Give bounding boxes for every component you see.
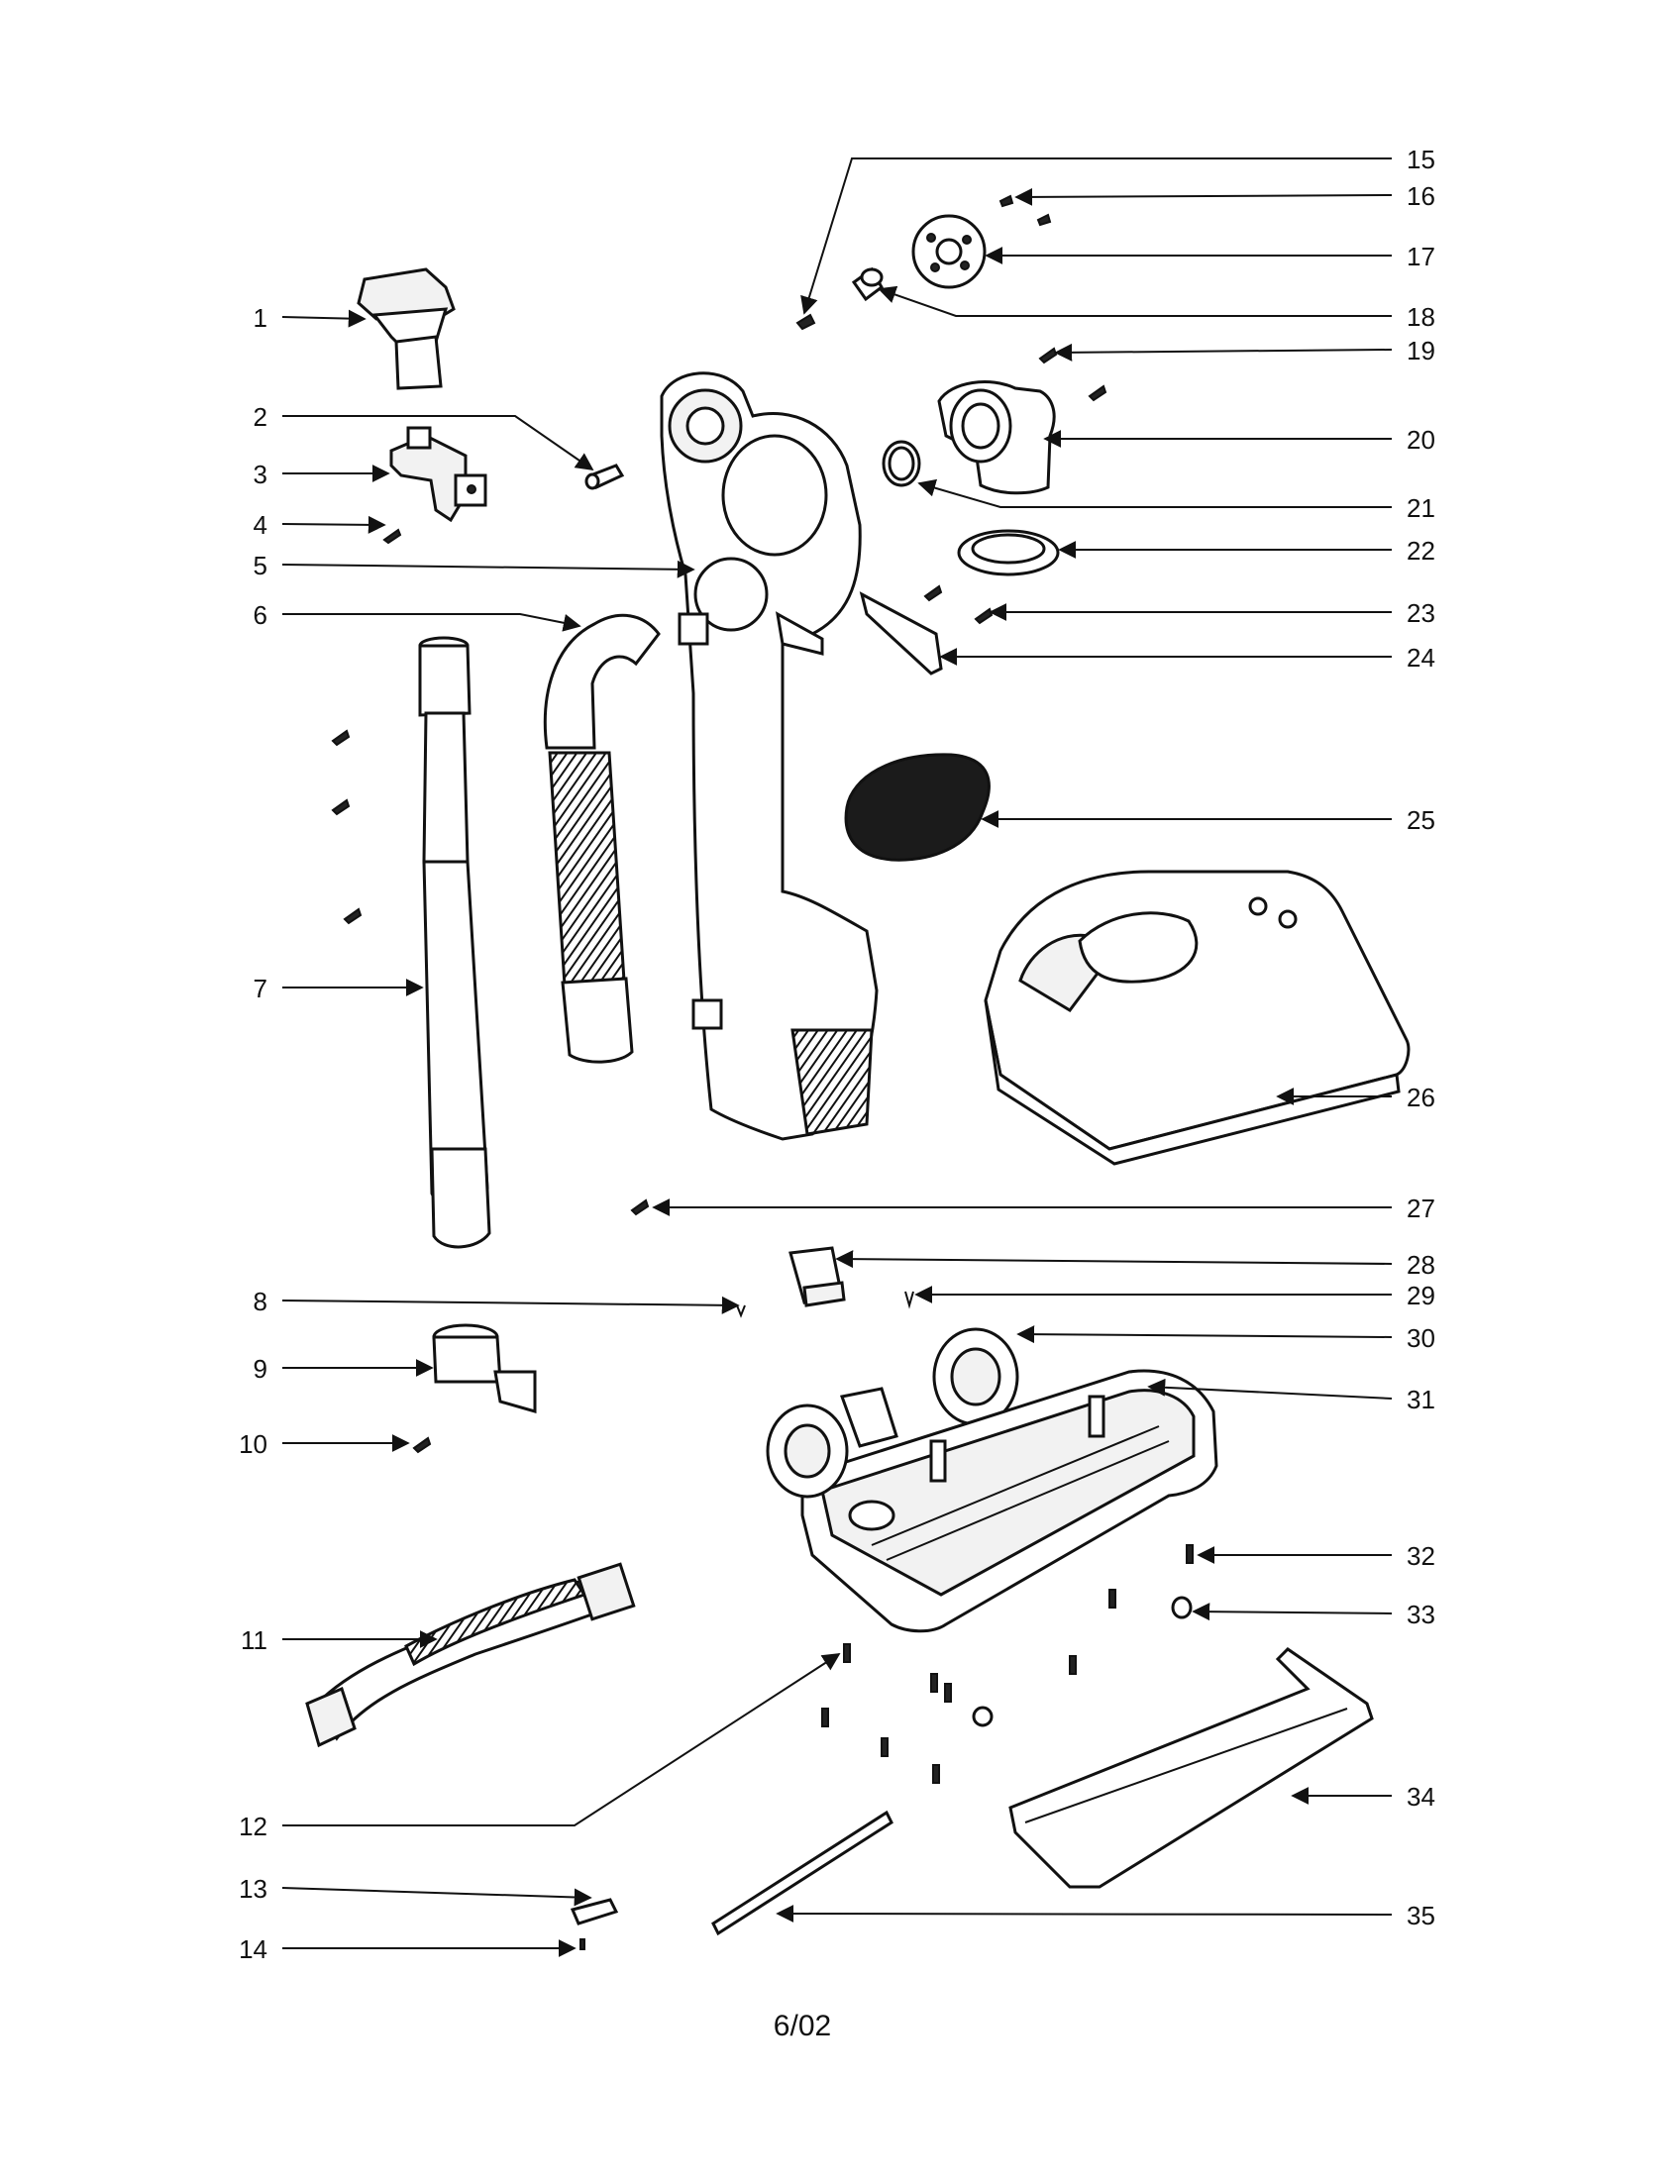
callout-35: 35 [1407, 1901, 1435, 1930]
part-24-bracket [859, 591, 943, 676]
part-18-bushing [851, 266, 884, 302]
part-9-ring-bracket [432, 1323, 537, 1413]
part-20-elbow [937, 380, 1056, 495]
callout-16: 16 [1407, 181, 1435, 211]
callout-26: 26 [1407, 1083, 1435, 1112]
callout-34: 34 [1407, 1782, 1435, 1812]
part-25-filter [844, 753, 991, 862]
part-17-plate [911, 214, 987, 289]
callout-28: 28 [1407, 1250, 1435, 1280]
callout-19: 19 [1407, 336, 1435, 365]
part-4-screw [382, 528, 402, 545]
callout-33: 33 [1407, 1600, 1435, 1629]
callout-13: 13 [239, 1874, 267, 1904]
part-2-pin [584, 464, 625, 490]
part-22-seal-ring [957, 529, 1060, 576]
callout-27: 27 [1407, 1194, 1435, 1223]
part-3-hose-bracket [389, 426, 487, 523]
part-8-clip [736, 1304, 746, 1318]
part-33-cap [1171, 1596, 1193, 1619]
part-10-screw [412, 1436, 432, 1454]
callout-23: 23 [1407, 598, 1435, 628]
part-27-screw [630, 1198, 650, 1216]
leader-lines [281, 157, 1393, 1957]
callout-11: 11 [241, 1625, 267, 1655]
part-21-o-ring [882, 440, 921, 487]
callout-8: 8 [254, 1287, 267, 1316]
callout-32: 32 [1407, 1541, 1435, 1571]
callout-12: 12 [239, 1812, 267, 1841]
callout-1: 1 [254, 303, 267, 333]
part-16-screws [998, 194, 1052, 227]
part-28-latch [788, 1246, 846, 1307]
callout-17: 17 [1407, 242, 1435, 271]
callout-9: 9 [254, 1354, 267, 1384]
part-7-wand [418, 636, 491, 1249]
part-13-pad [570, 1898, 619, 1925]
part-30-wheel [932, 1327, 1019, 1426]
callout-30: 30 [1407, 1323, 1435, 1353]
callout-31: 31 [1407, 1385, 1435, 1414]
callout-2: 2 [254, 402, 267, 432]
part-29-clip [904, 1291, 914, 1309]
callout-21: 21 [1407, 493, 1435, 523]
part-1-crevice-tool [357, 267, 456, 390]
part-19-screws [1038, 347, 1107, 402]
callout-18: 18 [1407, 302, 1435, 332]
callout-25: 25 [1407, 805, 1435, 835]
callout-7: 7 [254, 974, 267, 1003]
callout-15: 15 [1407, 145, 1435, 174]
part-32-screw [1186, 1544, 1194, 1564]
callout-24: 24 [1407, 643, 1435, 673]
part-15-screw [795, 313, 816, 331]
part-31-base [766, 1369, 1218, 1633]
callout-3: 3 [254, 460, 267, 489]
part-6-hose [543, 613, 661, 1064]
part-35-strip [711, 1810, 893, 1936]
footer-date: 6/02 [774, 2010, 831, 2042]
part-11-brushroll [305, 1562, 636, 1748]
callout-5: 5 [254, 551, 267, 580]
part-34-bumper [1008, 1647, 1374, 1889]
part-7-screws [331, 729, 363, 925]
callout-22: 22 [1407, 536, 1435, 566]
part-14-screw [579, 1938, 585, 1950]
callout-20: 20 [1407, 425, 1435, 455]
callout-29: 29 [1407, 1281, 1435, 1310]
callout-labels: 1234567891011121314151617181920212223242… [239, 145, 1435, 1964]
part-23-screws [923, 584, 994, 625]
part-5-handle-housing [660, 371, 879, 1141]
callout-4: 4 [254, 510, 267, 540]
part-12-screws [821, 1589, 1116, 1784]
callout-14: 14 [239, 1934, 267, 1964]
callout-6: 6 [254, 600, 267, 630]
part-26-hood [984, 870, 1411, 1166]
callout-10: 10 [239, 1429, 267, 1459]
